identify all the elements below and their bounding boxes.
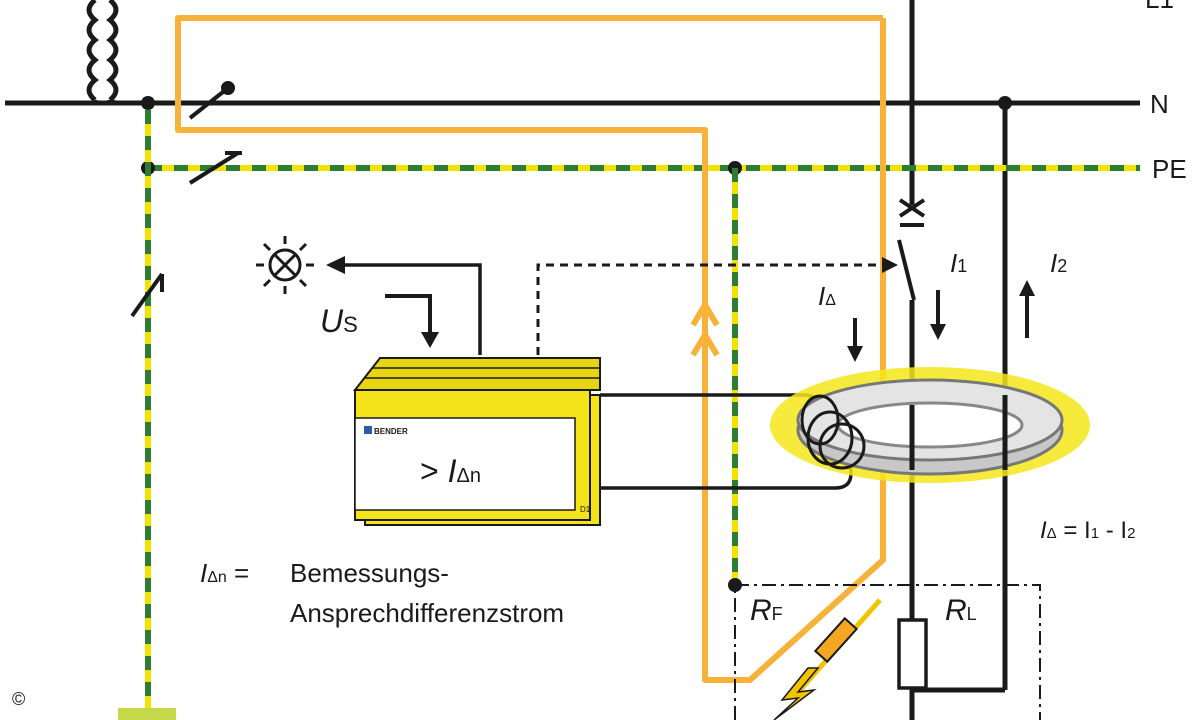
neutral-conductor	[5, 96, 1140, 110]
rcm-device: BENDER D1 > IΔn	[352, 357, 601, 526]
switch-symbols	[130, 81, 242, 318]
summation-current-transformer	[770, 367, 1090, 483]
earth-conductor	[118, 110, 176, 720]
pe-label: PE	[1152, 154, 1187, 184]
us-label: US	[320, 303, 358, 339]
bender-logo	[364, 426, 372, 434]
pe-drop-to-rf	[728, 168, 742, 592]
fault-path-arrows	[690, 299, 720, 357]
idelta-label: IΔ	[818, 281, 836, 311]
rcd-breaker-contact	[897, 198, 926, 301]
legend-line-1: Bemessungs-	[290, 558, 449, 588]
lamp-arrow-head	[326, 256, 345, 274]
signal-lamp-icon	[256, 236, 314, 294]
n-label: N	[1150, 89, 1169, 119]
trip-arrow-head	[882, 257, 898, 273]
lightning-icon	[773, 667, 820, 720]
lamp-output-line	[343, 263, 482, 355]
legend-symbol: IΔn =	[200, 558, 249, 588]
load-resistor	[897, 618, 928, 690]
rl-label: RL	[945, 594, 977, 627]
copyright-mark: ©	[12, 689, 25, 709]
load-box	[734, 584, 1041, 720]
current-arrows	[847, 280, 1035, 362]
transformer	[86, 0, 119, 102]
pe-conductor	[141, 161, 1140, 175]
fault-current-path	[175, 15, 886, 683]
trip-signal-line	[536, 263, 888, 355]
supply-voltage-arrow	[385, 294, 439, 348]
device-threshold-label: > IΔn	[420, 453, 481, 489]
i2-label: I2	[1050, 248, 1067, 278]
device-code: D1	[580, 505, 591, 514]
rf-label: RF	[750, 594, 783, 627]
l1-label: L1	[1145, 0, 1174, 14]
device-brand: BENDER	[374, 427, 408, 436]
insulation-fault	[773, 598, 882, 720]
legend-line-2: Ansprechdifferenzstrom	[290, 598, 564, 628]
i1-label: I1	[950, 248, 967, 278]
difference-formula: IΔ = I1 - I2	[1040, 517, 1135, 544]
